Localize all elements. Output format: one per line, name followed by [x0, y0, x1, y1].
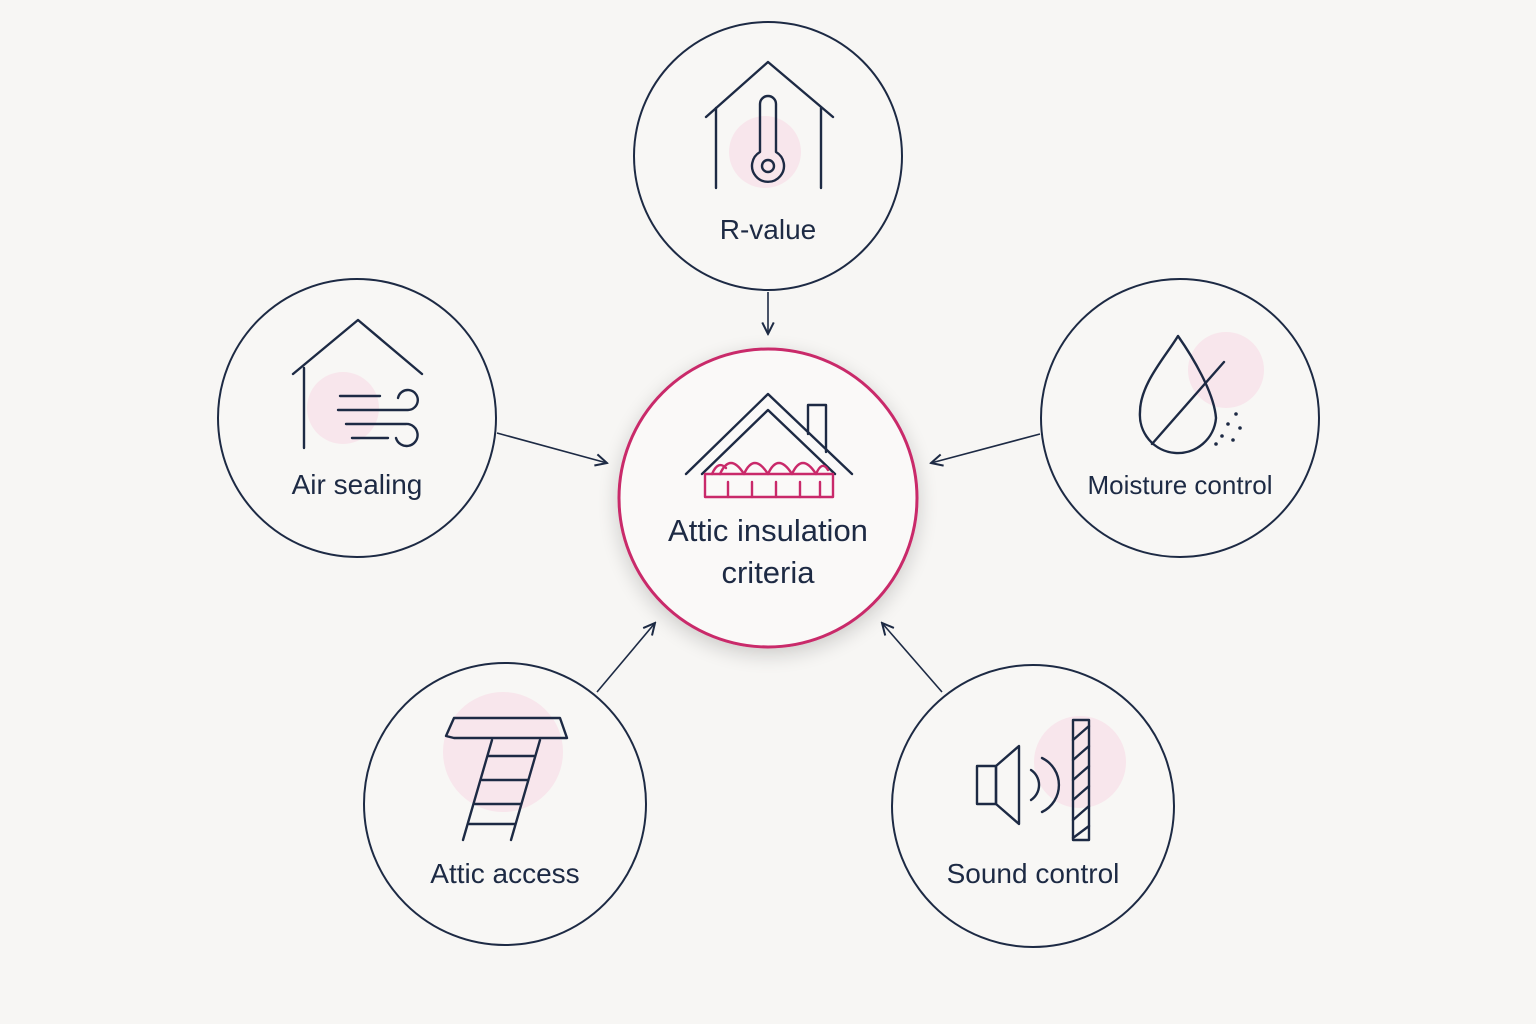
wind-house-icon — [291, 318, 424, 450]
thermometer-house-icon — [704, 60, 835, 190]
node-label: R-value — [720, 214, 816, 245]
node-attic-access: Attic access — [363, 662, 647, 946]
arrow-sound-control-to-center — [882, 623, 943, 693]
node-r-value: R-value — [633, 21, 903, 291]
water-drop-icon — [1138, 334, 1242, 455]
node-label: Air sealing — [292, 469, 423, 500]
arrow-attic-access-to-center — [596, 623, 655, 693]
connectors — [496, 292, 1041, 693]
node-label: Attic access — [430, 858, 579, 889]
ladder-icon — [444, 716, 569, 842]
node-sound-control: Sound control — [891, 664, 1175, 948]
node-circle — [1040, 278, 1320, 558]
center-node: Attic insulation criteria — [617, 347, 919, 649]
speaker-icon — [975, 718, 1091, 842]
center-label-line1: Attic insulation — [668, 513, 868, 548]
node-label: Sound control — [947, 858, 1120, 889]
arrow-moisture-control-to-center — [931, 433, 1041, 463]
node-moisture-control: Moisture control — [1040, 278, 1320, 558]
node-label: Moisture control — [1088, 470, 1273, 500]
node-circle — [891, 664, 1175, 948]
node-air-sealing: Air sealing — [217, 278, 497, 558]
arrow-air-sealing-to-center — [496, 432, 607, 463]
attic-house-icon — [684, 392, 854, 499]
center-label-line2: criteria — [721, 555, 815, 590]
